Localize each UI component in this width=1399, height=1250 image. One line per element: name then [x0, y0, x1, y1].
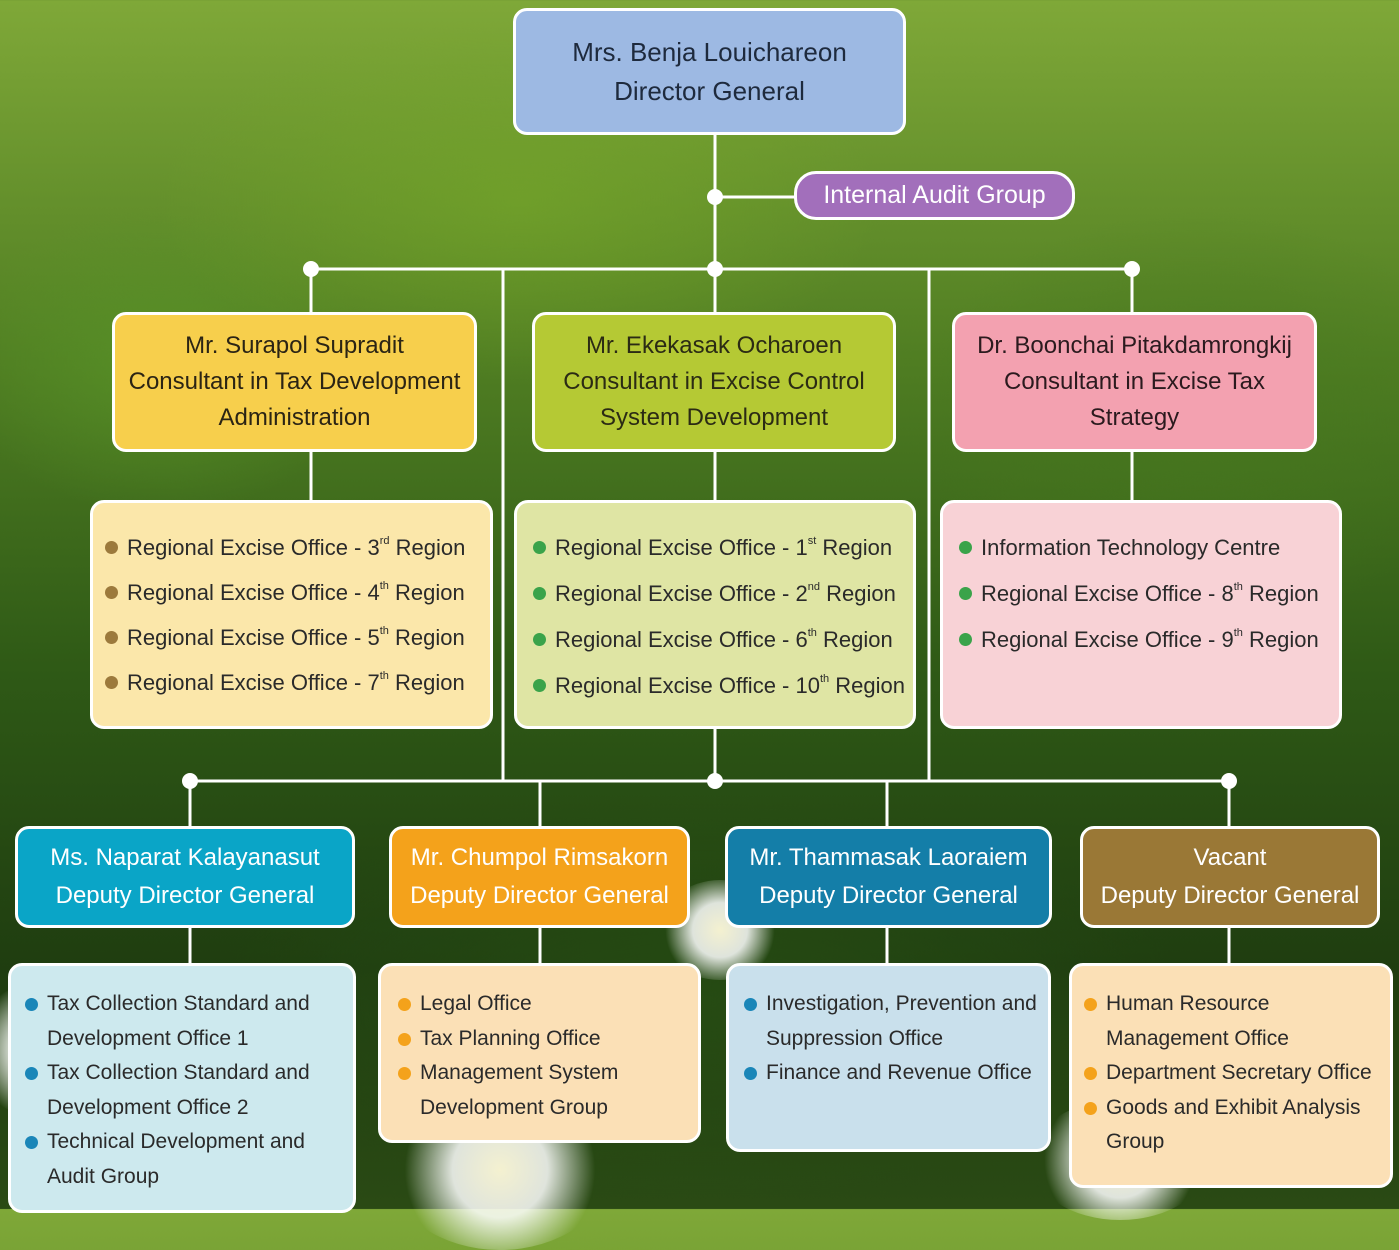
consultant-units-list-1: Regional Excise Office - 3rd Region Regi… [90, 500, 493, 729]
deputy-name: Ms. Naparat Kalayanasut [50, 843, 320, 871]
list-item: Human Resource Management Office [1084, 987, 1382, 1056]
list-item: Tax Planning Office [398, 1022, 684, 1057]
consultant-title: Consultant in Excise Control [563, 368, 865, 395]
list-item: Regional Excise Office - 3rd Region [105, 525, 490, 570]
deputy-box-2: Mr. Chumpol Rimsakorn Deputy Director Ge… [389, 826, 690, 928]
consultant-title: Consultant in Tax Development [128, 368, 461, 395]
internal-audit-label: Internal Audit Group [823, 181, 1046, 209]
list-item: Regional Excise Office - 7th Region [105, 660, 490, 705]
list-item: Information Technology Centre [959, 525, 1339, 571]
deputy-box-1: Ms. Naparat Kalayanasut Deputy Director … [15, 826, 355, 928]
list-item: Regional Excise Office - 9th Region [959, 617, 1339, 663]
connector-lines [0, 0, 1399, 1209]
deputy-name: Mr. Chumpol Rimsakorn [410, 843, 669, 871]
deputy-name: Mr. Thammasak Laoraiem [749, 843, 1028, 871]
consultant-name: Mr. Surapol Supradit [185, 332, 404, 359]
deputy-title: Deputy Director General [759, 882, 1018, 909]
deputy-units-list-4: Human Resource Management Office Departm… [1069, 963, 1393, 1188]
deputy-title: Deputy Director General [1100, 882, 1360, 909]
list-item: Department Secretary Office [1084, 1056, 1382, 1091]
list-item: Regional Excise Office - 1st Region [533, 525, 913, 571]
consultant-name: Dr. Boonchai Pitakdamrongkij [977, 332, 1292, 359]
list-item: Finance and Revenue Office [744, 1056, 1040, 1091]
consultant-box-2: Mr. Ekekasak Ocharoen Consultant in Exci… [532, 312, 896, 452]
list-item: Goods and Exhibit Analysis Group [1084, 1091, 1382, 1160]
list-item: Regional Excise Office - 10th Region [533, 663, 913, 709]
deputy-units-list-3: Investigation, Prevention and Suppressio… [726, 963, 1051, 1152]
director-name: Mrs. Benja Louichareon [572, 36, 847, 67]
list-item: Management System Development Group [398, 1056, 684, 1125]
consultant-box-3: Dr. Boonchai Pitakdamrongkij Consultant … [952, 312, 1317, 452]
deputy-name: Vacant [1193, 843, 1267, 871]
list-item: Legal Office [398, 987, 684, 1022]
list-item: Regional Excise Office - 8th Region [959, 571, 1339, 617]
deputy-units-list-1: Tax Collection Standard and Development … [8, 963, 356, 1213]
consultant-units-list-2: Regional Excise Office - 1st Region Regi… [514, 500, 916, 729]
list-item: Regional Excise Office - 5th Region [105, 615, 490, 660]
consultant-units-list-3: Information Technology Centre Regional E… [940, 500, 1342, 729]
consultant-title: Strategy [1089, 404, 1180, 431]
deputy-title: Deputy Director General [410, 882, 669, 909]
consultant-title: Consultant in Excise Tax [1003, 368, 1266, 395]
list-item: Tax Collection Standard and Development … [25, 987, 339, 1056]
list-item: Investigation, Prevention and Suppressio… [744, 987, 1040, 1056]
list-item: Tax Collection Standard and Development … [25, 1056, 339, 1125]
deputy-units-list-2: Legal Office Tax Planning Office Managem… [378, 963, 701, 1143]
director-title: Director General [614, 75, 805, 106]
list-item: Regional Excise Office - 6th Region [533, 617, 913, 663]
list-item: Regional Excise Office - 2nd Region [533, 571, 913, 617]
list-item: Regional Excise Office - 4th Region [105, 570, 490, 615]
consultant-title: System Development [599, 404, 829, 431]
list-item: Technical Development and Audit Group [25, 1125, 339, 1194]
consultant-title: Administration [218, 404, 371, 431]
internal-audit-pill: Internal Audit Group [794, 171, 1075, 220]
deputy-box-4: Vacant Deputy Director General [1080, 826, 1380, 928]
director-box: Mrs. Benja Louichareon Director General [513, 8, 906, 135]
consultant-name: Mr. Ekekasak Ocharoen [585, 332, 843, 359]
deputy-title: Deputy Director General [55, 882, 315, 909]
consultant-box-1: Mr. Surapol Supradit Consultant in Tax D… [112, 312, 477, 452]
deputy-box-3: Mr. Thammasak Laoraiem Deputy Director G… [725, 826, 1052, 928]
